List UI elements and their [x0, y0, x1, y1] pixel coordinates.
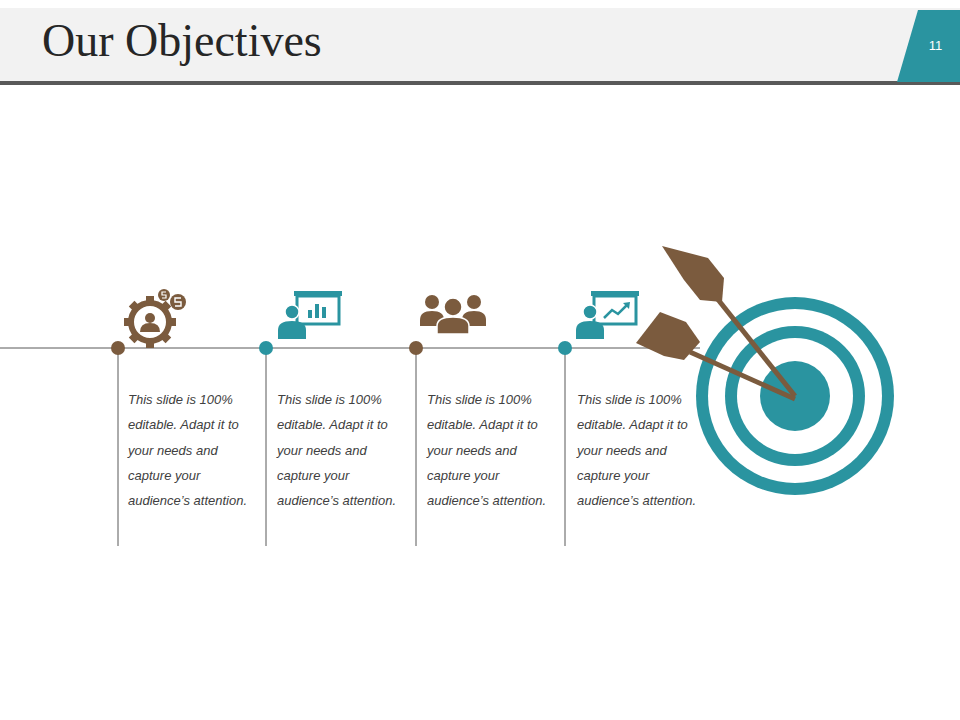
timeline — [0, 348, 700, 349]
timeline-dot — [558, 341, 572, 355]
page-number: 11 — [897, 38, 960, 53]
team-icon — [420, 295, 486, 334]
objective-text: This slide is 100% editable. Adapt it to… — [577, 387, 701, 513]
tab-fill — [897, 10, 960, 82]
timeline-dot — [409, 341, 423, 355]
dart-arrows — [636, 246, 795, 399]
presenter-trend-icon — [576, 291, 639, 339]
tab-shape — [897, 10, 960, 82]
timeline-dot — [259, 341, 273, 355]
objective-text: This slide is 100% editable. Adapt it to… — [277, 387, 401, 513]
presenter-chart-icon — [278, 291, 342, 339]
gear-icon — [124, 289, 186, 348]
timeline-dot — [111, 341, 125, 355]
objective-text: This slide is 100% editable. Adapt it to… — [128, 387, 252, 513]
objective-text: This slide is 100% editable. Adapt it to… — [427, 387, 551, 513]
page-number-tab: 11 — [897, 10, 960, 82]
header-rule — [0, 81, 960, 85]
item-rules — [118, 348, 565, 546]
header-band — [0, 8, 960, 82]
slide-title: Our Objectives — [42, 14, 322, 67]
